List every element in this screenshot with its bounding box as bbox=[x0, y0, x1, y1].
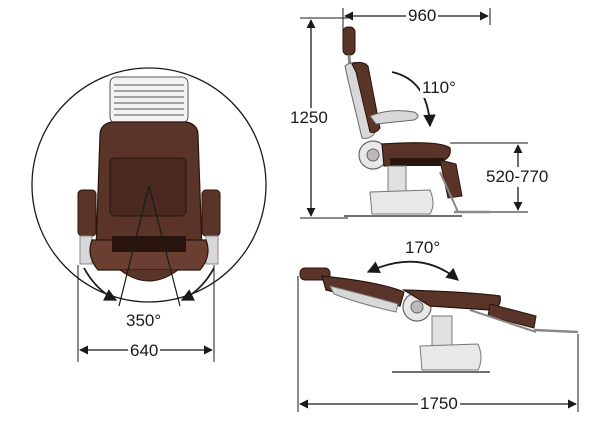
side-view-upright bbox=[300, 8, 528, 219]
recline-angle-label: 170° bbox=[403, 238, 443, 258]
rotation-arrow-left bbox=[83, 267, 118, 301]
front-seat-mechanism bbox=[112, 236, 186, 252]
height-label: 1250 bbox=[288, 108, 330, 128]
front-footrest bbox=[119, 269, 179, 282]
side-armrest bbox=[369, 110, 419, 125]
depth-label: 960 bbox=[406, 6, 439, 26]
front-headrest bbox=[109, 76, 189, 124]
reclined-legrest bbox=[487, 303, 537, 329]
front-view bbox=[31, 67, 267, 362]
side-view-reclined bbox=[297, 260, 579, 412]
backrest-angle-arrow bbox=[391, 71, 436, 128]
backrest-angle-label: 110° bbox=[420, 78, 458, 98]
front-armrest-left bbox=[77, 189, 97, 237]
side-headrest bbox=[342, 26, 356, 56]
width-label: 640 bbox=[128, 341, 161, 361]
rotation-label: 350° bbox=[124, 311, 164, 331]
front-backrest-panel bbox=[109, 157, 187, 217]
rotation-arrow-right bbox=[180, 267, 215, 301]
length-label: 1750 bbox=[418, 394, 460, 414]
rotation-circle bbox=[31, 67, 267, 303]
reclined-base bbox=[419, 343, 482, 371]
front-armrest-right bbox=[201, 189, 221, 237]
recline-angle-arrow bbox=[366, 260, 459, 281]
seat-height-label: 520-770 bbox=[484, 167, 551, 187]
side-base bbox=[369, 189, 434, 215]
reclined-footplate bbox=[533, 328, 579, 334]
